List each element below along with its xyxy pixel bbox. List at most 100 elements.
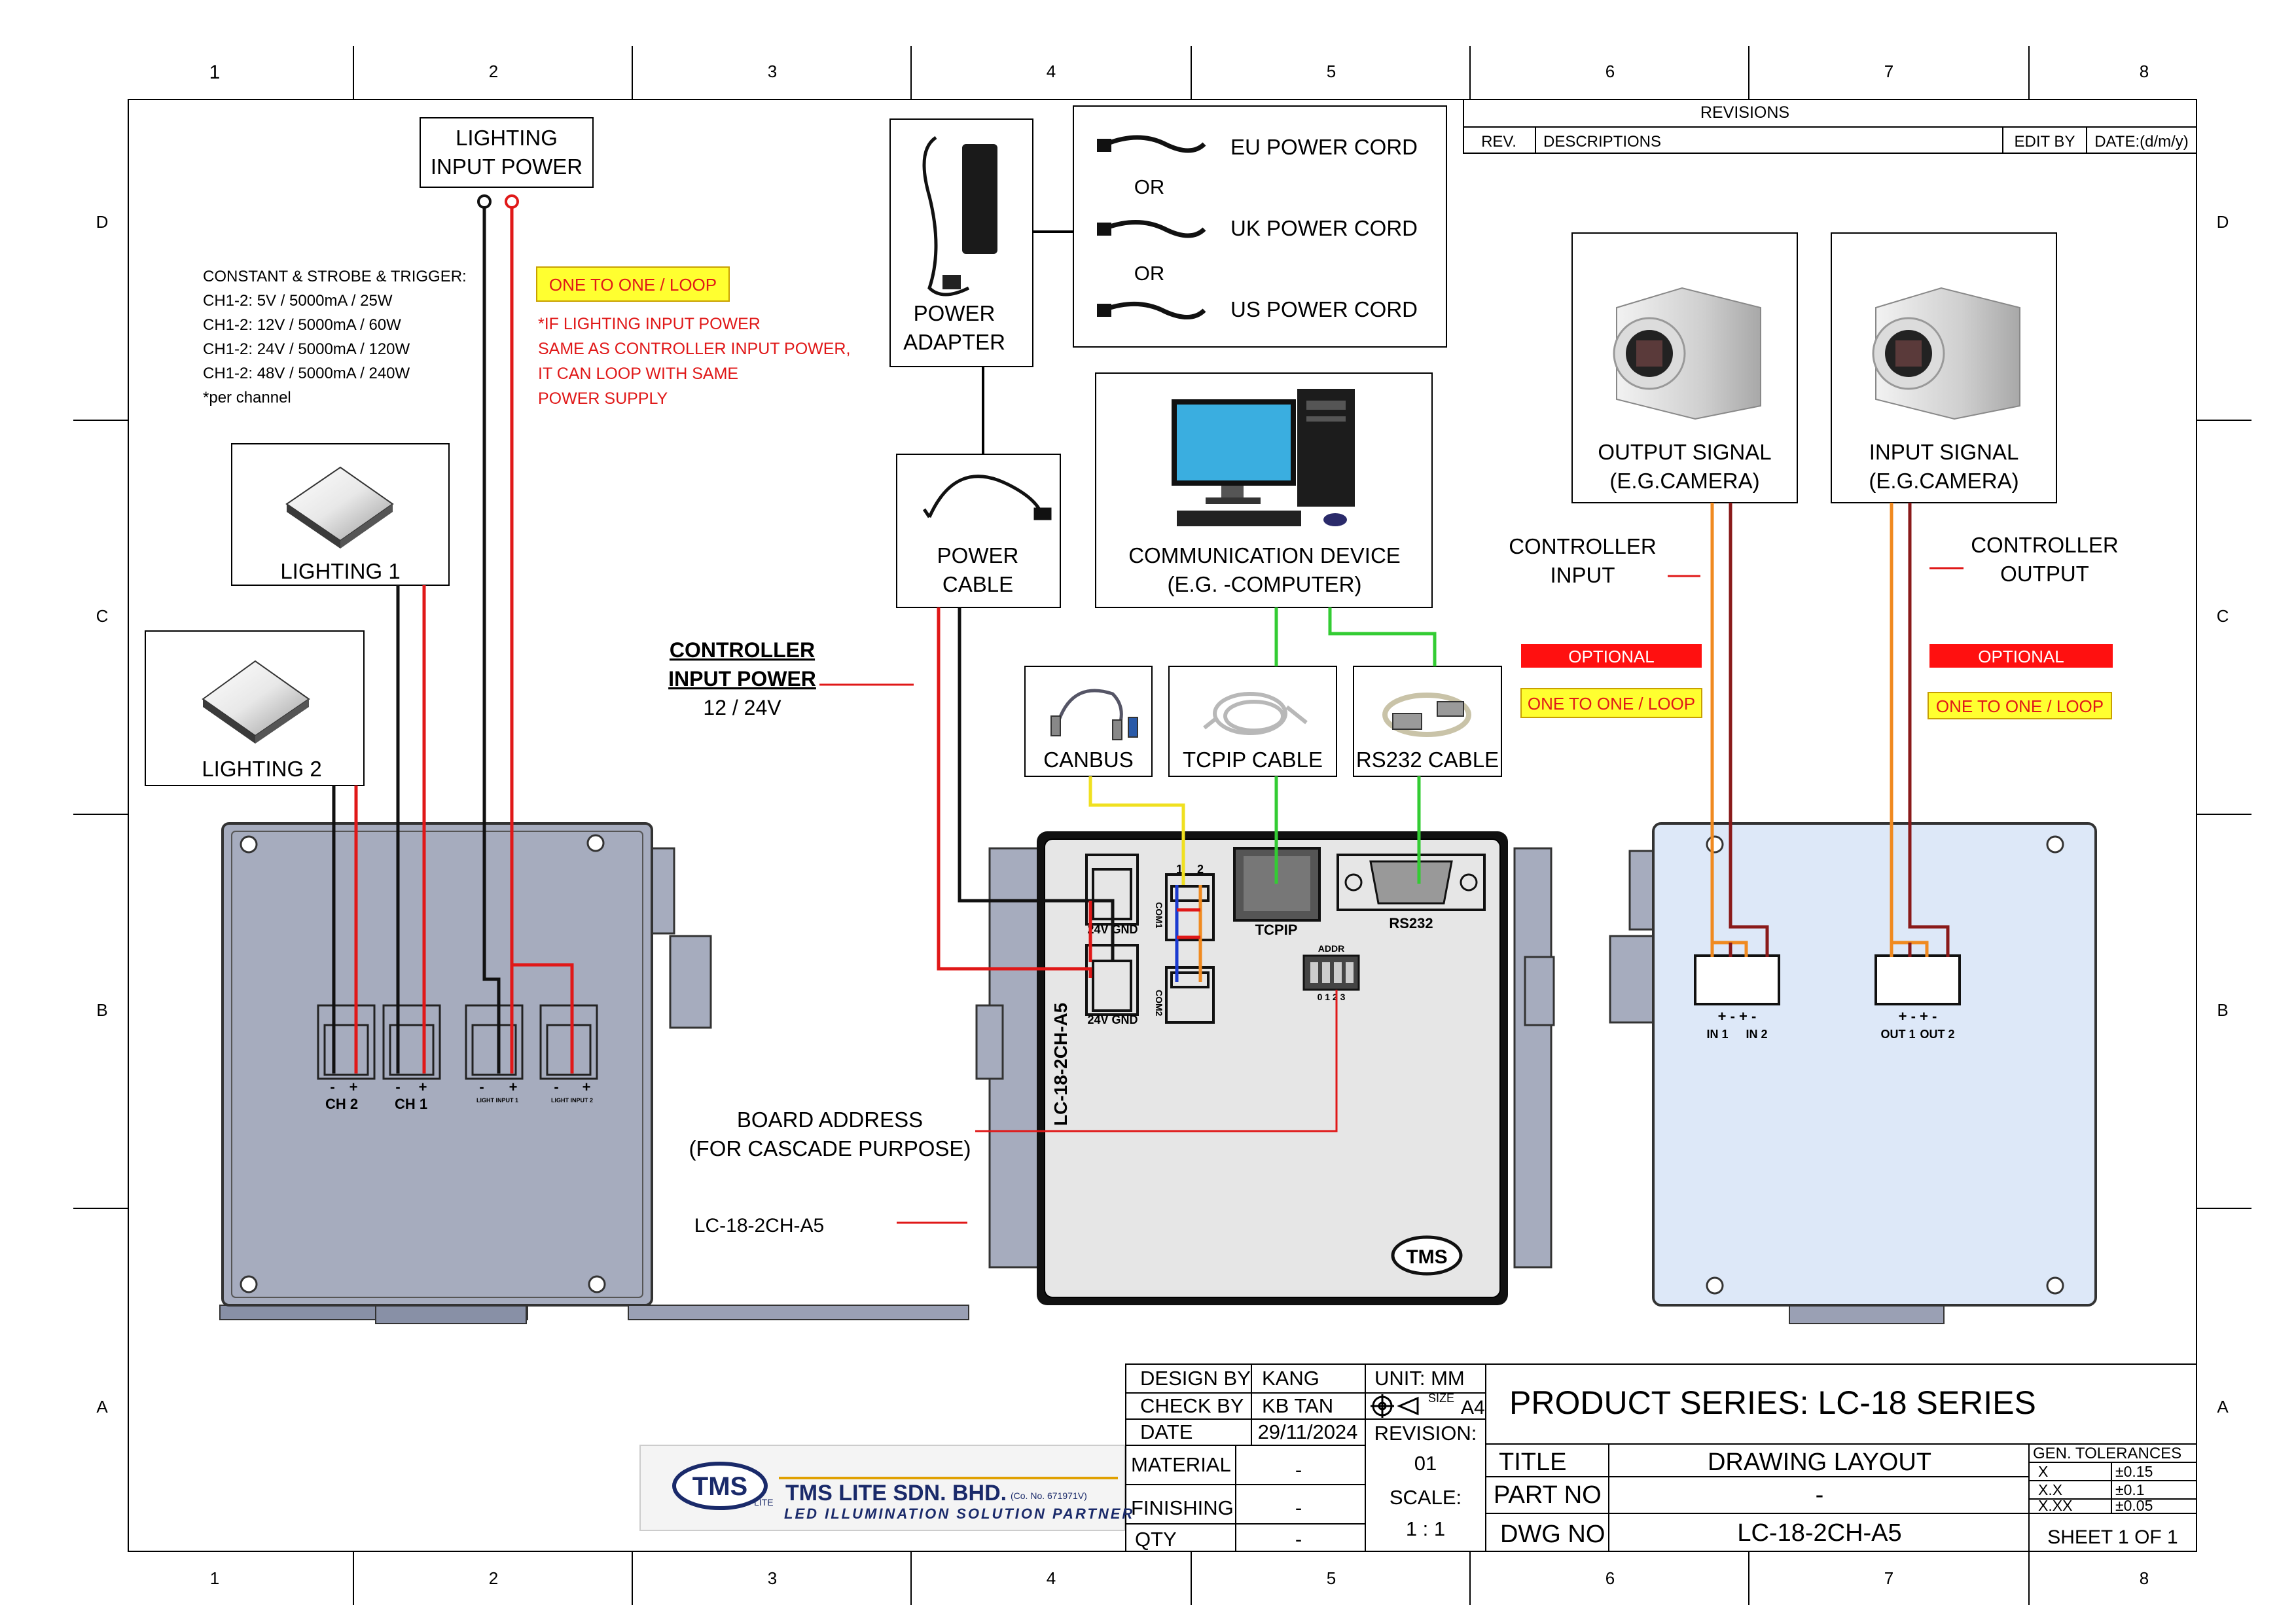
svg-text:POWER SUPPLY: POWER SUPPLY: [538, 389, 668, 408]
svg-text:CHECK BY: CHECK BY: [1140, 1394, 1244, 1417]
row-label: A: [2217, 1397, 2229, 1416]
company-name: TMS LITE SDN. BHD.: [785, 1481, 1007, 1506]
lighting-specs: CONSTANT & STROBE & TRIGGER: CH1-2: 5V /…: [203, 268, 467, 406]
row-label: C: [2217, 606, 2229, 626]
power-cords-box: EU POWER CORD OR UK POWER CORD OR US POW…: [1073, 105, 1447, 348]
rs232-port-label: RS232: [1389, 915, 1433, 931]
power-adapter-icon: [922, 135, 997, 297]
svg-text:KB TAN: KB TAN: [1262, 1394, 1333, 1417]
svg-text:SAME AS CONTROLLER INPUT POWER: SAME AS CONTROLLER INPUT POWER,: [538, 340, 850, 358]
svg-text:CONTROLLER: CONTROLLER: [670, 638, 815, 662]
svg-text:QTY: QTY: [1135, 1528, 1177, 1551]
col-label: 7: [1884, 62, 1893, 81]
svg-text:POWER: POWER: [914, 301, 996, 325]
title-block: DESIGN BY KANG CHECK BY KB TAN DATE 29/1…: [1125, 1363, 2197, 1552]
svg-text:CH1-2: 5V / 5000mA / 25W: CH1-2: 5V / 5000mA / 25W: [203, 292, 393, 310]
svg-text:-: -: [395, 1079, 400, 1095]
svg-text:*per channel: *per channel: [203, 389, 291, 406]
svg-text:INPUT SIGNAL: INPUT SIGNAL: [1869, 440, 2019, 464]
svg-text:DWG NO: DWG NO: [1500, 1521, 1605, 1548]
svg-text:SCALE:: SCALE:: [1390, 1486, 1462, 1509]
center-controller-unit: 24V GND 24V GND COM1 COM2 1 2 TCPIP RS23…: [628, 831, 1555, 1320]
svg-text:+: +: [419, 1079, 427, 1095]
svg-text:-: -: [554, 1079, 558, 1095]
lighting-2-box: LIGHTING 2: [145, 630, 365, 786]
svg-text:LIGHTING 2: LIGHTING 2: [202, 757, 321, 781]
col-label: 4: [1047, 62, 1056, 81]
svg-text:1 : 1: 1 : 1: [1406, 1517, 1445, 1540]
canbus-box: CANBUS: [1024, 666, 1153, 777]
svg-text:DESIGN BY: DESIGN BY: [1140, 1367, 1251, 1390]
light-panel-icon: [285, 466, 394, 549]
row-label: B: [96, 1000, 107, 1020]
light-panel-icon: [202, 660, 310, 744]
rs232-port: [1336, 854, 1486, 911]
svg-text:(E.G. -COMPUTER): (E.G. -COMPUTER): [1168, 572, 1362, 596]
us-plug-icon: [1097, 304, 1111, 317]
grid-labels: 1 2 3 4 5 6 7 8 1 2 3 4 5 6 7 8 D C B A …: [96, 62, 2229, 1588]
svg-text:TMS: TMS: [692, 1472, 747, 1501]
tms-logo: TMS: [1391, 1235, 1463, 1276]
addr-label: ADDR: [1318, 943, 1344, 954]
svg-text:-: -: [1816, 1481, 1824, 1509]
svg-text:(Co. No. 671971V): (Co. No. 671971V): [1011, 1490, 1087, 1501]
loop-badge-input: ONE TO ONE / LOOP: [1520, 688, 1702, 718]
tcpip-cable-icon: [1203, 692, 1308, 735]
company-tagline: LED ILLUMINATION SOLUTION PARTNER: [784, 1506, 1134, 1522]
drawing-title: DRAWING LAYOUT: [1708, 1449, 1931, 1476]
row-label: C: [96, 606, 109, 626]
svg-text:CH1-2: 12V / 5000mA / 60W: CH1-2: 12V / 5000mA / 60W: [203, 316, 401, 334]
svg-text:±0.15: ±0.15: [2115, 1463, 2153, 1480]
svg-text:REVISION:: REVISION:: [1374, 1422, 1477, 1445]
svg-text:+: +: [509, 1079, 518, 1095]
svg-text:INPUT POWER: INPUT POWER: [668, 667, 816, 691]
svg-text:(E.G.CAMERA): (E.G.CAMERA): [1609, 469, 1759, 493]
ch2-label: CH 2: [325, 1096, 358, 1112]
loop-note: ONE TO ONE / LOOP *IF LIGHTING INPUT POW…: [536, 266, 850, 408]
svg-text:X: X: [2038, 1463, 2048, 1480]
col-label: 8: [2140, 62, 2149, 81]
rev-header: REV.: [1481, 133, 1516, 151]
svg-text:CABLE: CABLE: [942, 572, 1013, 596]
col-label: 6: [1605, 62, 1615, 81]
light-input-1-label: LIGHT INPUT 1: [476, 1097, 518, 1104]
camera-icon: [1613, 287, 1761, 420]
input-signal-camera-box: INPUT SIGNAL (E.G.CAMERA): [1831, 232, 2057, 503]
col-label: 5: [1327, 1568, 1336, 1588]
col-label: 3: [768, 62, 777, 81]
svg-text:*IF LIGHTING INPUT POWER: *IF LIGHTING INPUT POWER: [538, 315, 761, 333]
svg-text:01: 01: [1414, 1452, 1437, 1475]
lighting-input-power-box: LIGHTING INPUT POWER: [420, 117, 594, 188]
svg-text:+ - + -: + - + -: [1899, 1008, 1937, 1024]
col-label: 6: [1605, 1568, 1615, 1588]
ch1-label: CH 1: [395, 1096, 427, 1112]
tms-lite-logo: TMS LITE: [672, 1462, 774, 1510]
svg-text:ONE TO ONE / LOOP: ONE TO ONE / LOOP: [1936, 696, 2104, 716]
power-cable-box: POWER CABLE: [896, 454, 1061, 608]
tcpip-port-label: TCPIP: [1255, 922, 1298, 938]
svg-text:X.XX: X.XX: [2038, 1497, 2072, 1514]
com2-label: COM2: [1154, 990, 1164, 1017]
svg-text:-: -: [330, 1079, 334, 1095]
sheet-number: SHEET 1 OF 1: [2047, 1526, 2178, 1548]
board-address-label: BOARD ADDRESS (FOR CASCADE PURPOSE): [689, 1108, 971, 1161]
svg-text:OUTPUT SIGNAL: OUTPUT SIGNAL: [1598, 440, 1771, 464]
col-label: 4: [1047, 1568, 1056, 1588]
com-connector: [1165, 873, 1215, 1024]
edit-by-header: EDIT BY: [2015, 133, 2075, 151]
optional-badge-input: OPTIONAL: [1521, 644, 1702, 668]
controller-output-label: CONTROLLER OUTPUT: [1971, 533, 2119, 586]
loop-badge-output: ONE TO ONE / LOOP: [1928, 692, 2112, 719]
in2-label: IN 2: [1746, 1028, 1767, 1041]
col-label: 3: [768, 1568, 777, 1588]
row-label: B: [2217, 1000, 2228, 1020]
output-signal-camera-box: OUTPUT SIGNAL (E.G.CAMERA): [1571, 232, 1798, 503]
svg-text:LIGHTING: LIGHTING: [456, 126, 558, 150]
svg-text:LITE: LITE: [754, 1497, 774, 1507]
rs232-cable-icon: [1382, 693, 1471, 737]
svg-text:INPUT: INPUT: [1551, 563, 1615, 587]
communication-device-box: COMMUNICATION DEVICE (E.G. -COMPUTER): [1095, 372, 1433, 608]
revisions-title: REVISIONS: [1700, 103, 1789, 122]
eu-plug-icon: [1097, 139, 1111, 152]
left-controller-unit: -+ -+ -+ -+ CH 2 CH 1 LIGHT INPUT 1 LIGH…: [219, 822, 712, 1324]
